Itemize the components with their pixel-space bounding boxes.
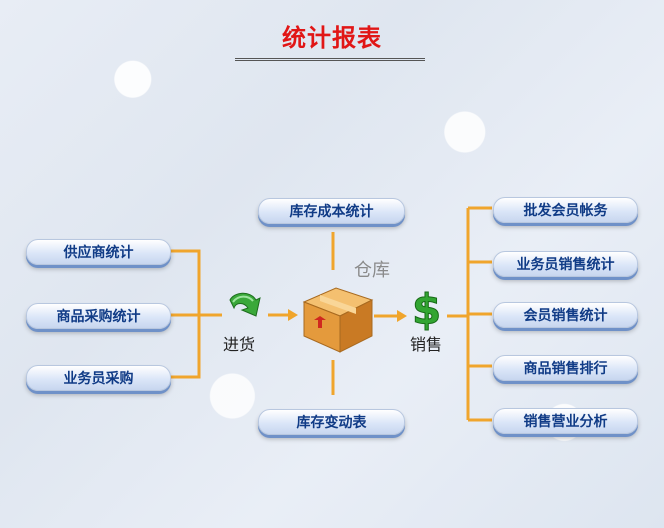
- sales-revenue-analysis-label: 销售营业分析: [523, 414, 608, 430]
- inventory-change-table-label: 库存变动表: [296, 415, 367, 431]
- salesman-purchase-button[interactable]: 业务员采购: [26, 365, 171, 391]
- sales-revenue-analysis-button[interactable]: 销售营业分析: [493, 408, 638, 434]
- goods-sales-ranking-label: 商品销售排行: [523, 361, 608, 377]
- wholesale-member-accounts-label: 批发会员帐务: [523, 203, 608, 219]
- title-underline: [235, 58, 425, 59]
- salesman-purchase-label: 业务员采购: [63, 371, 134, 387]
- member-sales-stats-button[interactable]: 会员销售统计: [493, 302, 638, 328]
- salesman-sales-stats-button[interactable]: 业务员销售统计: [493, 251, 638, 277]
- page-title: 统计报表: [282, 24, 382, 52]
- goods-purchase-stats-label: 商品采购统计: [56, 309, 141, 325]
- purchase-label: 进货: [223, 335, 256, 354]
- salesman-sales-stats-label: 业务员销售统计: [516, 257, 615, 273]
- inventory-cost-stats-label: 库存成本统计: [289, 204, 374, 220]
- warehouse-label: 仓库: [354, 260, 390, 281]
- sales-label: 销售: [410, 335, 443, 354]
- wholesale-member-accounts-button[interactable]: 批发会员帐务: [493, 197, 638, 223]
- inventory-cost-stats-button[interactable]: 库存成本统计: [258, 198, 405, 224]
- supplier-stats-label: 供应商统计: [63, 245, 134, 261]
- goods-purchase-stats-button[interactable]: 商品采购统计: [26, 303, 171, 329]
- goods-sales-ranking-button[interactable]: 商品销售排行: [493, 355, 638, 381]
- inventory-change-table-button[interactable]: 库存变动表: [258, 409, 405, 435]
- member-sales-stats-label: 会员销售统计: [523, 308, 608, 324]
- supplier-stats-button[interactable]: 供应商统计: [26, 239, 171, 265]
